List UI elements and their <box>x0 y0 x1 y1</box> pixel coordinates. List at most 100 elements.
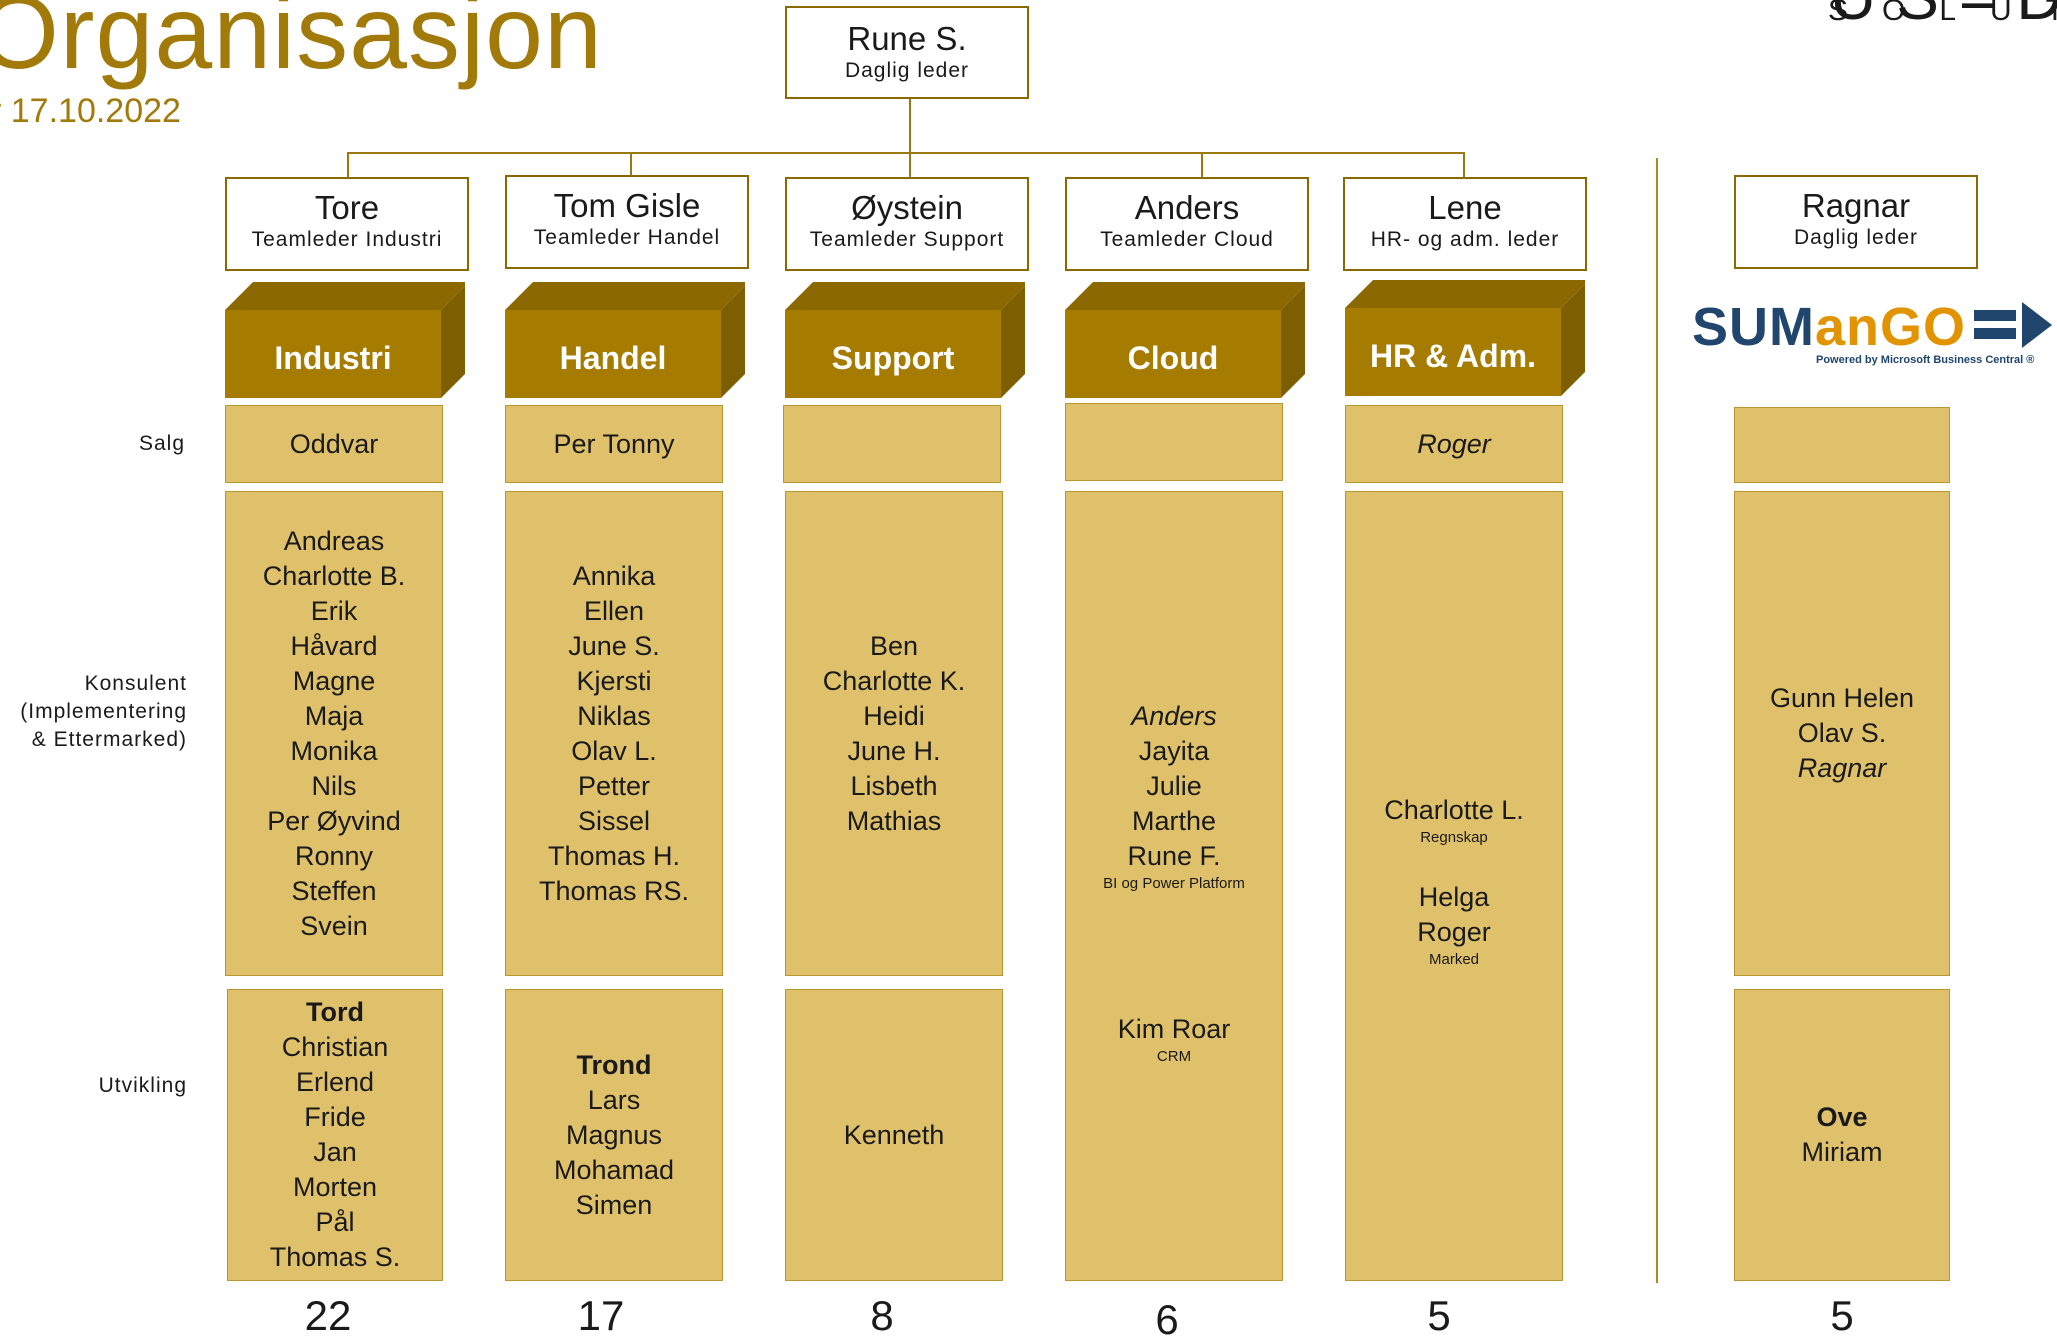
leader-role: Teamleder Handel <box>533 226 721 249</box>
sumango-logo: SUManGO Powered by Microsoft Business Ce… <box>1692 296 2057 370</box>
person-note: Marked <box>1428 951 1480 968</box>
row-label-salg: Salg <box>138 432 185 455</box>
utvikling-cell-sumango: Ove Miriam <box>1734 989 1950 1281</box>
salg-cell-cloud <box>1065 403 1283 481</box>
person-name: Erik <box>310 595 358 626</box>
dept-block-cloud: Cloud <box>1065 274 1305 398</box>
leader-name: Tom Gisle <box>553 187 701 224</box>
dept-block-industri: Industri <box>225 274 465 398</box>
sumango-arrow-icon <box>1974 302 2052 348</box>
leader-box-support: Øystein Teamleder Support <box>785 177 1029 271</box>
konsulent-cell-industri: Andreas Charlotte B. Erik Håvard Magne M… <box>225 491 443 976</box>
ceo-box: Rune S. Daglig leder <box>785 6 1029 99</box>
konsulent-cell-handel: Annika Ellen June S. Kjersti Niklas Olav… <box>505 491 723 976</box>
headcount-cloud: 6 <box>1155 1296 1179 1343</box>
person-name: Helga <box>1418 882 1490 912</box>
headcount-industri: 22 <box>304 1292 352 1339</box>
sumango-tagline: Powered by Microsoft Business Central ® <box>1816 354 2035 366</box>
person-name: Maja <box>304 700 364 731</box>
leader-name: Tore <box>314 189 380 226</box>
row-label-line: (Implementering <box>20 700 187 723</box>
leader-box-sumango: Ragnar Daglig leder <box>1734 175 1978 269</box>
dept-block-shape <box>505 282 745 398</box>
person-name: Olav S. <box>1797 718 1887 748</box>
person-name: Niklas <box>577 700 651 731</box>
person-note: Regnskap <box>1420 829 1488 846</box>
person-name: Gunn Helen <box>1769 683 1915 713</box>
connector-drop <box>347 152 349 178</box>
headcount-support: 8 <box>870 1292 894 1339</box>
salg-cell-sumango <box>1734 407 1950 483</box>
connector-drop <box>1201 152 1203 178</box>
person-name: Trond <box>576 1049 652 1080</box>
person-name: Oddvar <box>289 428 379 459</box>
person-name: Thomas H. <box>547 840 681 871</box>
person-name: Rune F. <box>1127 841 1221 871</box>
logo-glyphs: US=D <box>1830 0 2057 34</box>
row-label-line: & Ettermarked) <box>31 728 187 751</box>
person-name: Charlotte B. <box>262 560 406 591</box>
person-name: Per Tonny <box>553 428 675 459</box>
salg-cell-support <box>783 405 1001 483</box>
ceo-name: Rune S. <box>847 20 967 57</box>
leader-role: HR- og adm. leder <box>1370 228 1560 251</box>
person-note: CRM <box>1156 1048 1192 1065</box>
leader-role: Daglig leder <box>1793 226 1919 249</box>
leader-box-industri: Tore Teamleder Industri <box>225 177 469 271</box>
person-name: Charlotte K. <box>822 665 966 696</box>
person-name: Anders <box>1131 701 1217 731</box>
utvikling-cell-support: Kenneth <box>785 989 1003 1281</box>
person-name: Miriam <box>1801 1137 1883 1167</box>
person-name: Per Øyvind <box>267 805 401 836</box>
leader-role: Teamleder Industri <box>251 228 443 251</box>
leader-box-handel: Tom Gisle Teamleder Handel <box>505 175 749 269</box>
sumango-part2: anGO <box>1815 297 1967 357</box>
person-name: Olav L. <box>571 735 657 766</box>
connector-drop <box>909 152 911 178</box>
person-name: June H. <box>847 735 941 766</box>
person-name: Ronny <box>294 840 374 871</box>
person-name: Christian <box>281 1032 389 1062</box>
dept-block-handel: Handel <box>505 274 745 398</box>
person-name: Ragnar <box>1797 753 1887 783</box>
person-name: Kim Roar <box>1117 1014 1231 1044</box>
leader-box-hr: Lene HR- og adm. leder <box>1343 177 1587 271</box>
dept-label: Industri <box>274 339 392 376</box>
leader-role: Teamleder Support <box>809 228 1005 251</box>
leader-name: Anders <box>1134 189 1240 226</box>
person-name: Magne <box>292 665 376 696</box>
dept-block-shape <box>1065 282 1305 398</box>
leader-name: Øystein <box>851 189 963 226</box>
person-name: Nils <box>311 770 357 801</box>
person-name: Håvard <box>290 630 378 661</box>
connector-drop <box>1463 152 1465 178</box>
logo-word: SOLUT <box>1828 0 2057 27</box>
person-name: Ove <box>1816 1102 1868 1132</box>
person-name: June S. <box>568 630 660 661</box>
connector-horizontal <box>347 152 1464 154</box>
person-name: Kenneth <box>843 1119 945 1150</box>
person-name: Annika <box>572 560 656 591</box>
connector-drop <box>630 152 632 178</box>
dept-label: Handel <box>559 339 667 376</box>
connector-vertical-main <box>909 99 911 153</box>
sumango-part1: SUM <box>1692 297 1815 357</box>
dept-block-shape <box>1345 280 1585 396</box>
page-subtitle: r 17.10.2022 <box>0 92 181 130</box>
ceo-role: Daglig leder <box>844 59 970 82</box>
row-label-konsulent: Konsulent (Implementering & Ettermarked) <box>0 670 187 754</box>
dept-block-support: Support <box>785 274 1025 398</box>
konsulent-cell-cloud: Anders Jayita Julie Marthe Rune F. BI og… <box>1065 491 1283 1281</box>
person-name: Julie <box>1146 771 1202 801</box>
person-name: Mathias <box>846 805 942 836</box>
konsulent-cell-hr: Charlotte L. Regnskap Helga Roger Marked <box>1345 491 1563 1281</box>
dept-label: Support <box>831 339 955 376</box>
row-label-utvikling: Utvikling <box>98 1074 187 1097</box>
row-label-line: Konsulent <box>84 672 187 695</box>
person-name: Jayita <box>1138 736 1210 766</box>
dept-label: Cloud <box>1127 339 1219 376</box>
headcount-sumango: 5 <box>1830 1292 1854 1339</box>
person-name: Ben <box>869 630 919 661</box>
person-name: Andreas <box>283 525 385 556</box>
person-name: Ellen <box>583 595 645 626</box>
